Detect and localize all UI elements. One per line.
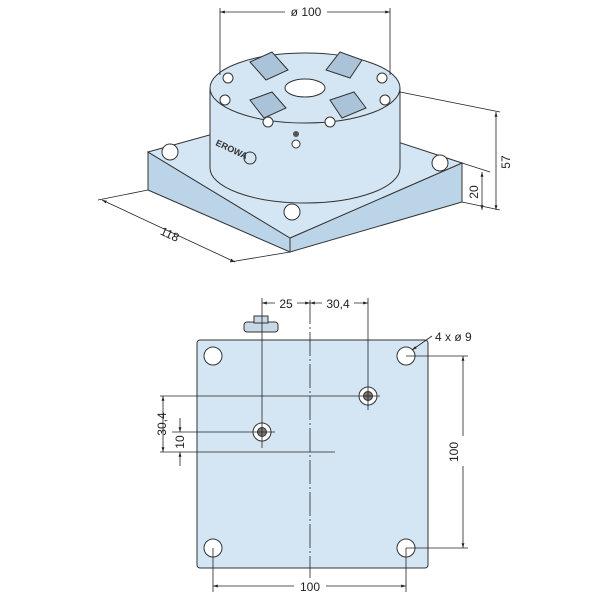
center-bore: [284, 78, 326, 98]
base-plate: [196, 339, 429, 569]
bolt: [253, 315, 269, 324]
pin: [293, 131, 299, 137]
screw: [262, 116, 274, 128]
dim-offset-y2: 10: [173, 435, 187, 449]
dim-offset-x2: 30,4: [326, 297, 350, 311]
mounting-hole: [283, 203, 301, 221]
dim-length: 118: [158, 224, 182, 245]
dim-height-base: 20: [467, 185, 481, 199]
screw: [222, 72, 234, 84]
bottom-view: 25 30,4 30,4 10 100 100 4 x ø 9: [155, 296, 474, 594]
dim-hole-note: 4 x ø 9: [435, 330, 472, 344]
pin-hole: [291, 139, 301, 149]
screw: [376, 72, 388, 84]
mounting-hole: [431, 154, 449, 172]
dim-height-total: 57: [499, 155, 513, 169]
screw: [219, 94, 231, 106]
clamping-jaws: [249, 51, 367, 119]
dim-offset-y1: 30,4: [155, 412, 169, 436]
screw: [324, 116, 336, 128]
dim-offset-x1: 25: [279, 297, 293, 311]
screw: [379, 94, 391, 106]
dim-width: 100: [300, 580, 320, 594]
mounting-hole: [161, 143, 179, 161]
isometric-view: EROWA ø 100 118 57 20: [97, 4, 513, 263]
dim-diameter: ø 100: [291, 5, 322, 19]
dim-height: 100: [447, 442, 461, 462]
logo-icon: [243, 151, 257, 165]
